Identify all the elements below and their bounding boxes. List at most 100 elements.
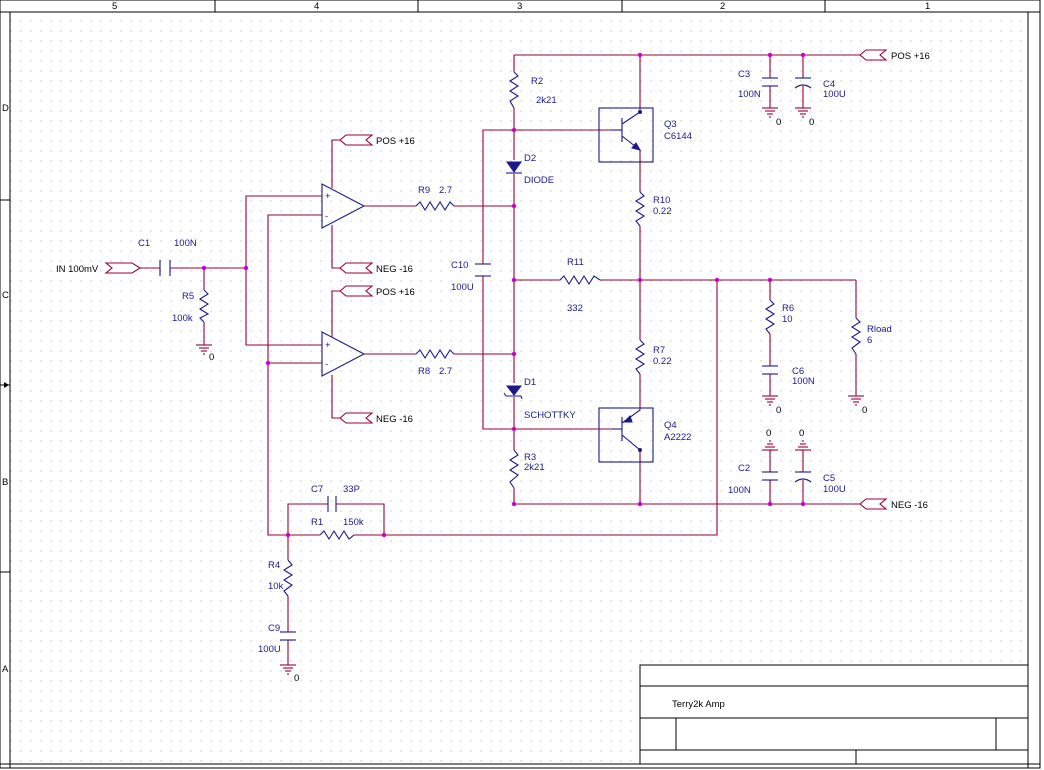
r7-ref: R7 (653, 345, 665, 356)
r7-value: 0.22 (653, 356, 672, 367)
r4-value: 10k (268, 581, 284, 592)
ground-label: 0 (294, 673, 299, 684)
resistor-r11: R11 332 (559, 257, 601, 314)
r3-ref: R3 (524, 452, 536, 463)
neg-port-u2: NEG -16 (339, 412, 413, 425)
neg-port-main: NEG -16 (859, 498, 928, 511)
c7-ref: C7 (311, 484, 323, 495)
input-port-label: IN 100mV (56, 264, 99, 275)
resistor-r5: R5 100k (172, 289, 210, 324)
opamp-plus-sign: + (325, 340, 331, 351)
ground-c2: 0 (762, 428, 778, 451)
c5-ref: C5 (823, 473, 835, 484)
resistor-r2: R2 2k21 (508, 71, 557, 109)
d2-ref: D2 (524, 153, 536, 164)
input-port-shape (104, 262, 142, 274)
ground-label: 0 (209, 352, 214, 363)
r2-ref: R2 (531, 76, 543, 87)
r8-ref: R8 (418, 366, 430, 377)
transistor-q4: Q4 A2222 (598, 407, 691, 463)
neg-port-label: NEG -16 (376, 264, 413, 275)
r1-ref: R1 (311, 517, 323, 528)
ground-label: 0 (862, 405, 867, 416)
opamp-upper: + - (321, 183, 366, 229)
capacitor-c5: C5 100U (794, 471, 846, 495)
c4-ref: C4 (823, 79, 835, 90)
ground-rload: 0 (848, 395, 867, 416)
neg-port-u1: NEG -16 (339, 262, 413, 275)
r6-value: 10 (782, 314, 793, 325)
row-label: D (2, 103, 9, 114)
ground-c3: 0 (762, 107, 781, 128)
pos-port-u2: POS +16 (339, 285, 415, 298)
neg-port-label: NEG -16 (376, 414, 413, 425)
resistor-r4: R4 10k (268, 559, 294, 597)
row-label: B (2, 477, 8, 488)
neg-port-label: NEG -16 (891, 500, 928, 511)
ground-label: 0 (776, 405, 781, 416)
capacitor-c9: C9 100U (258, 623, 296, 655)
capacitor-c3: C3 100N (738, 69, 778, 100)
resistor-r3: R3 2k21 (508, 449, 545, 489)
ground-c4: 0 (795, 107, 814, 128)
resistor-r10: R10 0.22 (634, 191, 672, 227)
c2-value: 100N (728, 485, 751, 496)
c5-value: 100U (823, 484, 846, 495)
opamp-minus-sign: - (325, 359, 328, 370)
capacitor-c7: C7 33P (311, 484, 360, 512)
r10-value: 0.22 (653, 206, 672, 217)
col-label: 4 (314, 1, 319, 12)
r5-value: 100k (172, 313, 193, 324)
c9-value: 100U (258, 644, 281, 655)
input-port: IN 100mV (56, 262, 142, 275)
pos-port-label: POS +16 (891, 51, 930, 62)
col-label: 5 (112, 1, 117, 12)
r9-ref: R9 (418, 185, 430, 196)
c10-ref: C10 (451, 260, 468, 271)
r8-value: 2.7 (439, 366, 452, 377)
rload-ref: Rload (867, 324, 892, 335)
r11-ref: R11 (567, 257, 584, 268)
ground-label: 0 (776, 117, 781, 128)
col-label: 1 (925, 1, 930, 12)
capacitor-c2: C2 100N (728, 463, 778, 496)
pos-port-label: POS +16 (376, 287, 415, 298)
ground-label: 0 (809, 117, 814, 128)
resistor-r8: R8 2.7 (415, 348, 455, 377)
row-label: C (2, 290, 9, 301)
ground-c5: 0 (795, 428, 811, 451)
r1-value: 150k (343, 517, 364, 528)
pos-port-main: POS +16 (859, 49, 930, 62)
d1-ref: D1 (524, 377, 536, 388)
col-label: 2 (720, 1, 725, 12)
ground-c9: 0 (280, 664, 299, 684)
column-labels: 5 4 3 2 1 (112, 1, 930, 12)
opamp-minus-sign: - (325, 211, 328, 222)
r11-value: 332 (567, 303, 583, 314)
junction-dots (201, 52, 806, 538)
r4-ref: R4 (268, 560, 280, 571)
capacitor-c4: C4 100U (794, 77, 846, 100)
rload-value: 6 (867, 335, 872, 346)
capacitor-c1: C1 100N (138, 238, 197, 276)
title-block-title: Terry2k Amp (672, 699, 725, 710)
r5-ref: R5 (182, 291, 194, 302)
c3-value: 100N (738, 89, 761, 100)
pos-port-label: POS +16 (376, 136, 415, 147)
c2-ref: C2 (738, 463, 750, 474)
resistor-r6: R6 10 (764, 299, 794, 335)
q3-ref: Q3 (664, 119, 677, 130)
c1-value: 100N (174, 238, 197, 249)
c3-ref: C3 (738, 69, 750, 80)
c10-value: 100U (451, 282, 474, 293)
transistor-q3: Q3 C6144 (598, 107, 692, 163)
col-label: 3 (517, 1, 522, 12)
diode-d1: D1 SCHOTTKY (503, 377, 576, 421)
opamp-plus-sign: + (325, 191, 331, 202)
resistor-rload: Rload 6 (850, 317, 892, 355)
r10-ref: R10 (653, 195, 670, 206)
d1-value: SCHOTTKY (524, 410, 576, 421)
row-labels: D C B A (2, 103, 9, 675)
